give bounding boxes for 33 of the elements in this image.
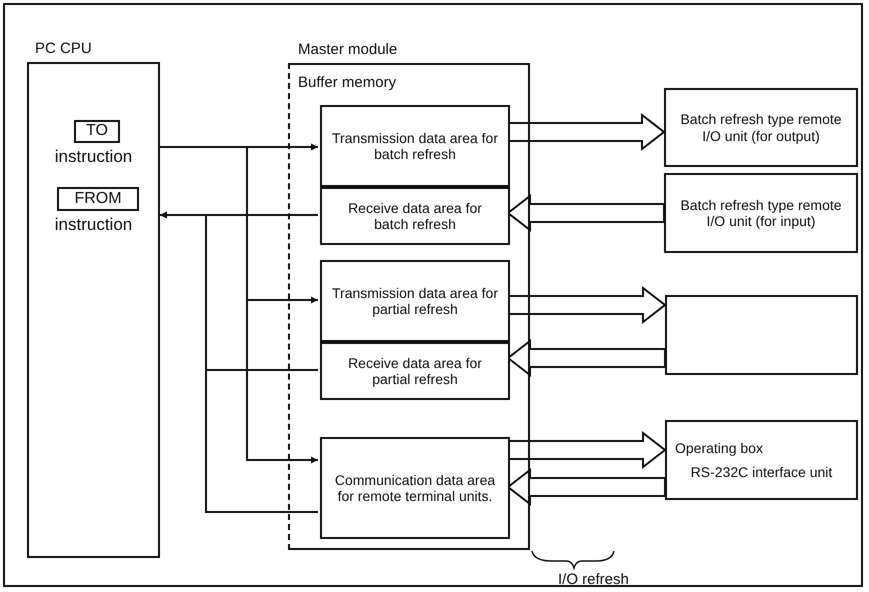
unit-label: RS-232C interface unit <box>690 464 832 480</box>
area-label: Receive data area for batch refresh <box>347 200 483 232</box>
unit-box <box>664 173 858 253</box>
memory-area-box <box>320 437 510 539</box>
area-label: Receive data area for partial refresh <box>347 354 483 388</box>
arrow <box>160 146 318 464</box>
area-label: Transmission data area for partial refresh <box>331 284 499 318</box>
box-heading: PC CPU <box>35 40 92 58</box>
module-heading: Master module <box>298 41 398 58</box>
instruction-box <box>74 120 120 143</box>
unit-label: Operating box <box>675 440 763 456</box>
memory-area-box <box>320 187 510 245</box>
memory-area-box <box>320 260 510 342</box>
section-heading: Buffer memory <box>298 74 396 92</box>
instruction-box <box>57 187 139 211</box>
block-arrow <box>507 112 666 152</box>
unit-box <box>665 420 858 500</box>
area-label: Transmission data area for batch refresh <box>331 130 499 162</box>
unit-label: Batch refresh type remote I/O unit (for output) <box>679 111 843 144</box>
area-label: Communication data area for remote terminal units. <box>334 472 496 504</box>
block-arrow <box>507 286 667 324</box>
memory-area-box <box>320 342 510 400</box>
instruction-caption: instruction <box>54 215 134 235</box>
bracket-label: I/O refresh <box>558 571 629 588</box>
unit-label: Batch refresh type remote I/O unit (for input) <box>679 196 843 230</box>
unit-box <box>665 295 858 375</box>
unit-box <box>664 88 858 167</box>
block-arrow <box>507 430 667 470</box>
instruction-name: FROM <box>74 190 122 208</box>
arrow <box>160 212 318 513</box>
instruction-name: TO <box>86 122 108 141</box>
memory-area-box <box>320 105 510 187</box>
instruction-caption: instruction <box>54 147 134 167</box>
